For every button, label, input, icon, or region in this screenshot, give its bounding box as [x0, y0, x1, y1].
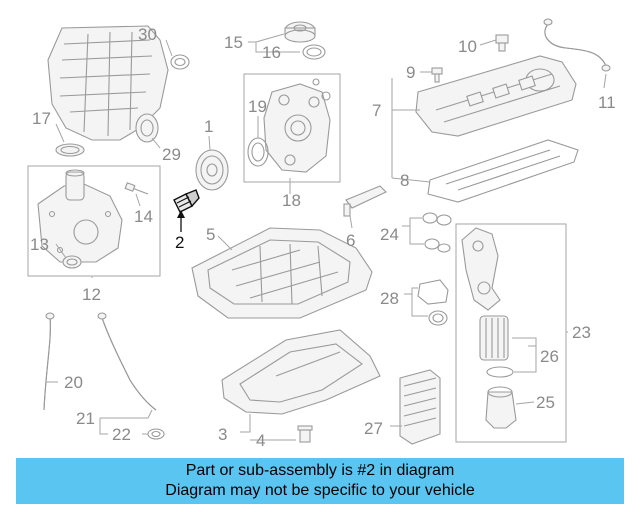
breather-hose [543, 18, 611, 72]
valve-cover [415, 55, 577, 137]
callout-10: 10 [458, 37, 477, 56]
banner-line-2: Diagram may not be specific to your vehi… [165, 482, 475, 499]
callout-4: 4 [256, 431, 265, 450]
seal-set-24 [422, 212, 452, 253]
callout-26: 26 [540, 347, 559, 366]
callout-2[interactable]: 2 [175, 233, 184, 252]
callout-5: 5 [206, 225, 215, 244]
pump-bolt [124, 182, 149, 195]
callout-29: 29 [162, 145, 181, 164]
callout-13: 13 [30, 235, 49, 254]
timing-cover-seal [247, 137, 269, 167]
callout-3: 3 [218, 425, 227, 444]
callout-20: 20 [64, 373, 83, 392]
callout-22: 22 [112, 425, 131, 444]
throttle-gasket [170, 54, 190, 70]
timing-cover-box [243, 73, 341, 183]
banner-line-1: Part or sub-assembly is #2 in diagram [185, 462, 455, 479]
oil-tube [343, 185, 387, 217]
parts-diagram: 30 17 29 1 2 14 13 12 15 16 19 18 10 11 … [27, 18, 616, 450]
filter-group-box [455, 223, 567, 443]
valve-cover-gasket [427, 139, 579, 203]
callout-11: 11 [598, 93, 616, 112]
filter-element [479, 315, 509, 361]
callout-7: 7 [372, 101, 381, 120]
seal-set-28 [417, 279, 449, 326]
timing-small-seal [321, 91, 331, 101]
callout-15: 15 [224, 33, 243, 52]
callout-12: 12 [82, 285, 101, 304]
callout-27: 27 [364, 419, 383, 438]
dipstick-tube [97, 312, 157, 411]
lower-oil-pan [221, 329, 381, 415]
pump-seal [62, 255, 82, 269]
timing-small-seal-2 [312, 78, 320, 86]
timing-cover [263, 83, 331, 173]
callout-16: 16 [262, 43, 281, 62]
callout-25: 25 [536, 393, 555, 412]
leader-lines [46, 33, 607, 441]
oil-filler-cap [284, 21, 316, 43]
drain-plug-highlighted[interactable] [173, 189, 200, 213]
callout-1: 1 [204, 117, 213, 136]
callout-28: 28 [380, 289, 399, 308]
intake-manifold [47, 25, 169, 143]
callout-8: 8 [400, 171, 409, 190]
dipstick-seal [147, 428, 165, 440]
oil-cooler [399, 369, 441, 445]
callout-18: 18 [282, 191, 301, 210]
callout-9: 9 [406, 63, 415, 82]
crank-pulley [195, 149, 229, 191]
callout-17: 17 [32, 109, 51, 128]
pan-drain-bolt [297, 425, 313, 443]
callout-24: 24 [380, 225, 399, 244]
callout-2-leader [177, 210, 185, 232]
filter-housing [461, 227, 501, 311]
upper-oil-pan [191, 227, 373, 319]
valve-cover-bolt [431, 67, 443, 83]
dipstick-guide [43, 312, 55, 411]
callout-14: 14 [134, 207, 153, 226]
callout-30: 30 [138, 25, 157, 44]
filter-cap [485, 366, 517, 429]
intake-seal [55, 143, 85, 157]
info-banner: Part or sub-assembly is #2 in diagram Di… [16, 458, 624, 504]
water-pump-housing [37, 169, 123, 263]
bolt-10 [495, 34, 509, 52]
callout-23: 23 [572, 323, 591, 342]
callout-21: 21 [76, 409, 95, 428]
filler-cap-seal [302, 44, 326, 60]
pump-group-box [27, 165, 161, 277]
callout-6: 6 [346, 231, 355, 250]
callout-19: 19 [248, 97, 267, 116]
